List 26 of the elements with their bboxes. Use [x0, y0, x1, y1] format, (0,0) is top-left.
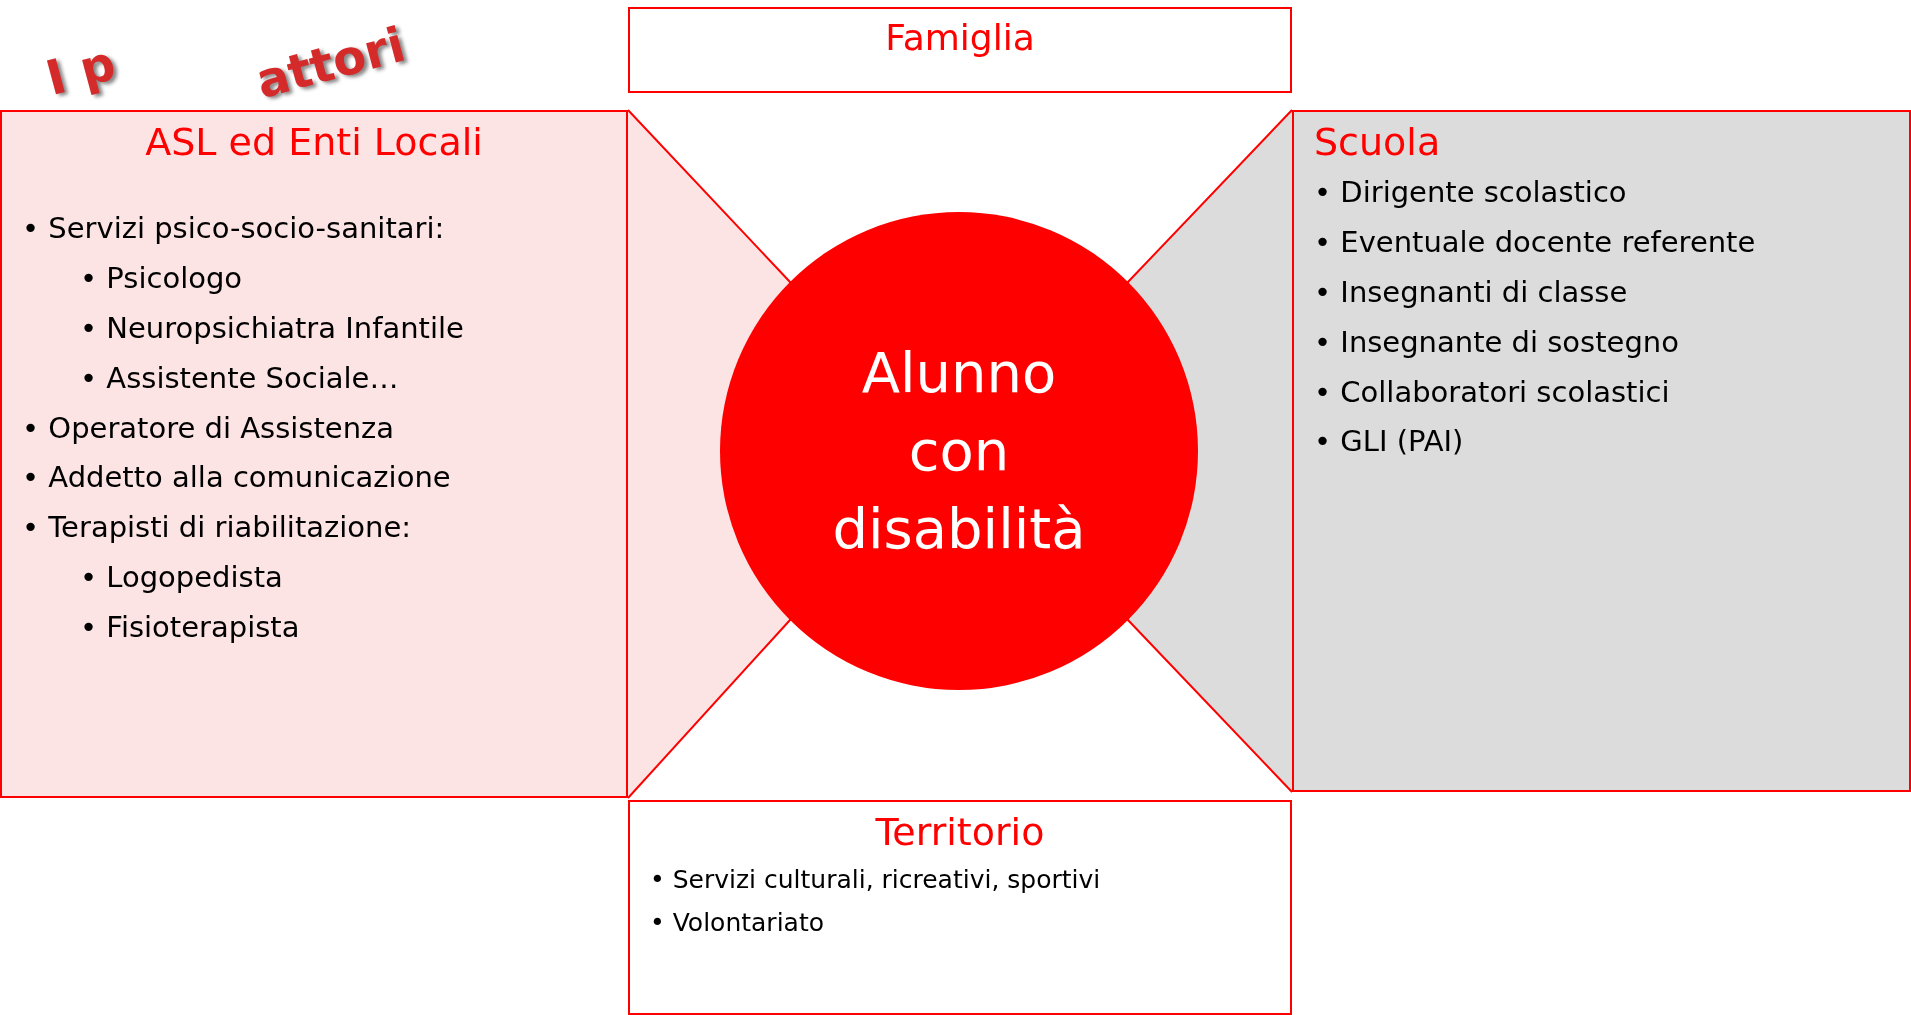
list-item: • Addetto alla comunicazione	[22, 459, 452, 497]
slide-title-fragment: I p	[40, 34, 122, 107]
list-item: • Servizi culturali, ricreativi, sportivi	[650, 864, 1102, 896]
list-item: • Assistente Sociale…	[80, 359, 400, 397]
list-item: • Logopedista	[80, 559, 284, 597]
list-item: • Collaboratori scolastici	[1314, 373, 1671, 411]
box-heading: Famiglia	[884, 17, 1036, 58]
list-item: • Neuropsichiatra Infantile	[80, 309, 465, 347]
box-heading: Territorio	[874, 810, 1046, 854]
slide-title-fragment: attori	[250, 15, 411, 110]
list-item: • Dirigente scolastico	[1314, 174, 1628, 211]
list-item: • Fisioterapista	[80, 609, 301, 646]
box-heading: ASL ed Enti Locali	[144, 120, 484, 164]
list-item: • Volontariato	[650, 907, 825, 939]
list-item: • Eventuale docente referente	[1314, 223, 1757, 261]
list-item: • Psicologo	[80, 259, 244, 297]
box-heading: Scuola	[1314, 120, 1442, 164]
list-item: • Operatore di Assistenza	[22, 409, 396, 447]
list-item: • Insegnanti di classe	[1314, 273, 1629, 311]
list-item: • Servizi psico-socio-sanitari:	[22, 210, 446, 247]
circle-label: Alunno con disabilità	[831, 339, 1087, 563]
list-item: • GLI (PAI)	[1314, 423, 1465, 461]
list-item: • Terapisti di riabilitazione:	[22, 509, 413, 547]
list-item: • Insegnante di sostegno	[1314, 323, 1680, 361]
territory-box	[628, 800, 1292, 1015]
family-box	[628, 7, 1292, 93]
